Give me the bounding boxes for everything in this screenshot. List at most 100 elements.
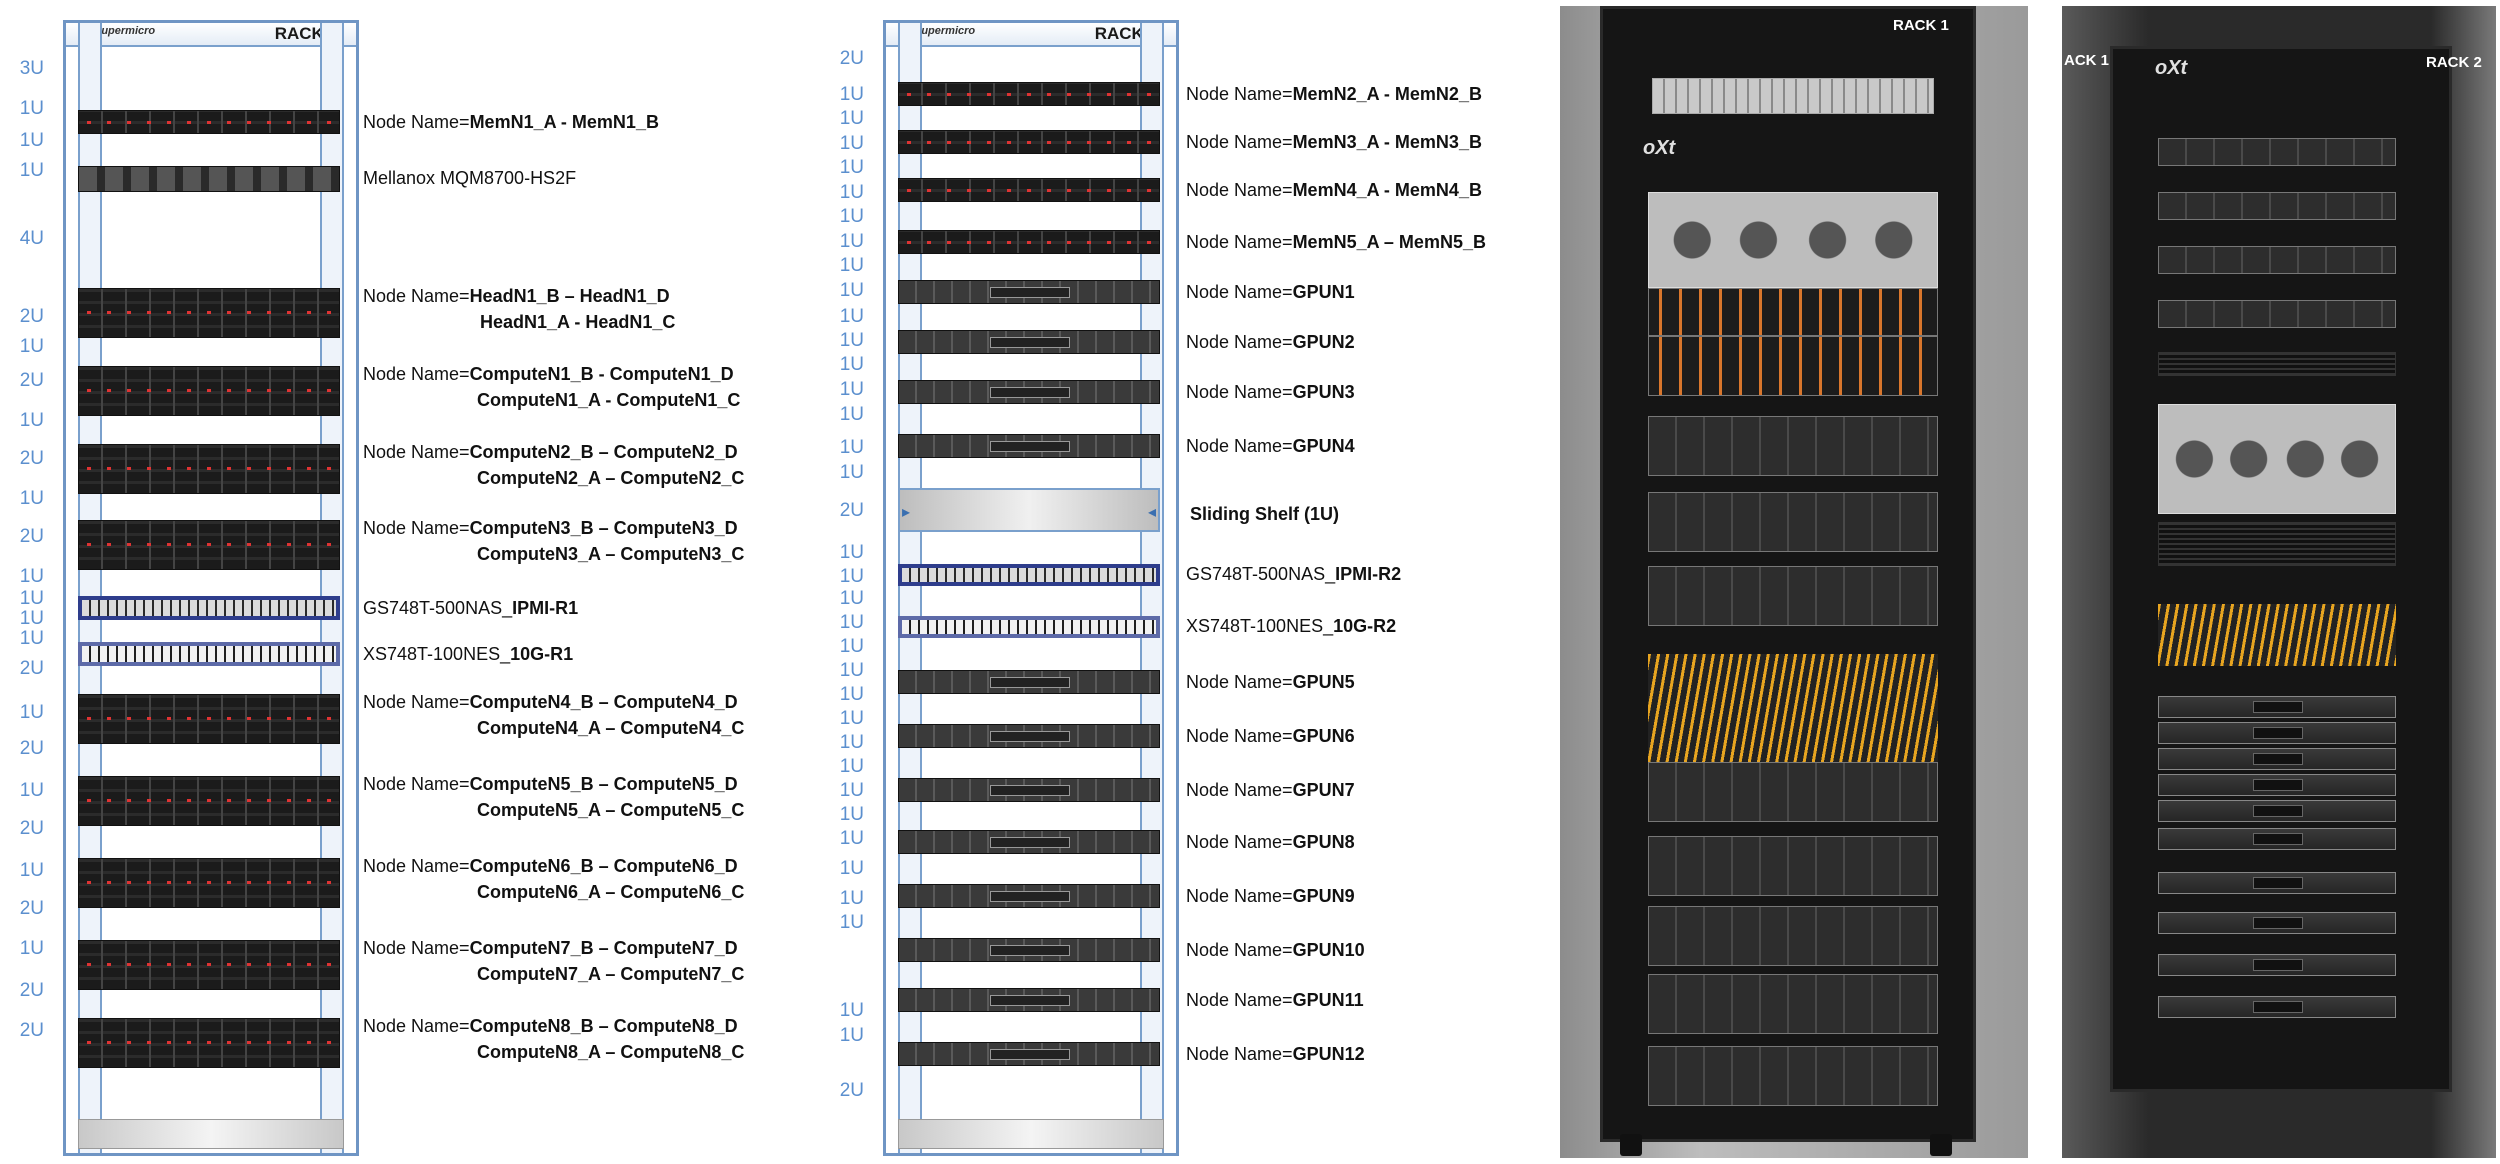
- rack1-bottom-shelf: [78, 1119, 344, 1149]
- photo1-cabinet-logo: oXt: [1643, 137, 1675, 160]
- rack1-label2-computen6: ComputeN6_A – ComputeN6_C: [477, 882, 744, 903]
- rack1-u-label: 2U: [4, 980, 44, 1002]
- rack1-device-computen1: [78, 366, 340, 416]
- rack2-device-10g-r2: [898, 616, 1160, 638]
- photo1-server-5: [1648, 416, 1938, 476]
- rack2-u-label: 1U: [824, 231, 864, 253]
- label-node-name: GPUN9: [1293, 886, 1355, 906]
- photo1-foot-left: [1620, 1134, 1642, 1156]
- rack1-label-computen2: Node Name=ComputeN2_B – ComputeN2_D: [363, 442, 738, 463]
- rack2-u-label: 1U: [824, 780, 864, 802]
- photo2-server-2: [2158, 192, 2396, 220]
- rack2-logo: Supermicro: [914, 25, 975, 37]
- rack2-label-memn5: Node Name=MemN5_A – MemN5_B: [1186, 232, 1486, 253]
- rack2-u-label: 1U: [824, 588, 864, 610]
- rack2-u-label: 1U: [824, 255, 864, 277]
- label-prefix: XS748T-100NES_: [363, 644, 510, 664]
- label-prefix: Node Name=: [1186, 990, 1293, 1010]
- rack1-u-label: 1U: [4, 336, 44, 358]
- photo1-server-6: [1648, 492, 1938, 552]
- rack1-u-label: 2U: [4, 370, 44, 392]
- label-prefix: Node Name=: [1186, 332, 1293, 352]
- label-node-name: MemN5_A – MemN5_B: [1293, 232, 1486, 252]
- rack2-device-gpun10: [898, 938, 1160, 962]
- label-node-name: GPUN5: [1293, 672, 1355, 692]
- rack1-device-computen5: [78, 776, 340, 826]
- rack1-u-label: 1U: [4, 860, 44, 882]
- rack1-u-label: 2U: [4, 658, 44, 680]
- photo1-server-11: [1648, 906, 1938, 966]
- label-node-name: MemN3_A - MemN3_B: [1293, 132, 1482, 152]
- label-node-name: ComputeN5_B – ComputeN5_D: [470, 774, 738, 794]
- rack1-u-label: 1U: [4, 410, 44, 432]
- label-node-name: ComputeN3_B – ComputeN3_D: [470, 518, 738, 538]
- rack1-header: Supermicro RACK 1: [66, 23, 356, 47]
- rack1-u-label: 1U: [4, 130, 44, 152]
- label-node-name: MemN1_A - MemN1_B: [470, 112, 659, 132]
- rack2-label-gpun10: Node Name=GPUN10: [1186, 940, 1365, 961]
- label-node-name: ComputeN7_B – ComputeN7_D: [470, 938, 738, 958]
- rack2-u-label: 1U: [824, 612, 864, 634]
- label-prefix: Node Name=: [1186, 1044, 1293, 1064]
- rack-photo-1: RACK 1 oXt: [1560, 6, 2028, 1158]
- rack1-label-computen4: Node Name=ComputeN4_B – ComputeN4_D: [363, 692, 738, 713]
- label-prefix: GS748T-500NAS_: [1186, 564, 1335, 584]
- rack2-label-memn4: Node Name=MemN4_A - MemN4_B: [1186, 180, 1482, 201]
- photo1-server-2: [1648, 192, 1938, 288]
- rack2-u-label: 1U: [824, 684, 864, 706]
- photo2-server-10: [2158, 722, 2396, 744]
- rack2-label-10g-r2: XS748T-100NES_10G-R2: [1186, 616, 1396, 637]
- rack2-device-memn5: [898, 230, 1160, 254]
- label-prefix: Node Name=: [1186, 726, 1293, 746]
- label-prefix: Node Name=: [1186, 382, 1293, 402]
- label-node-name: GPUN3: [1293, 382, 1355, 402]
- rack2-device-gpun7: [898, 778, 1160, 802]
- photo2-server-6: [2158, 404, 2396, 514]
- photo2-server-15: [2158, 872, 2396, 894]
- label-prefix: Node Name=: [1186, 832, 1293, 852]
- label-prefix: Node Name=: [363, 1016, 470, 1036]
- rack2-u-label: 1U: [824, 462, 864, 484]
- photo2-server-8: [2158, 604, 2396, 666]
- rack2-u-label: 1U: [824, 182, 864, 204]
- label-prefix: Node Name=: [1186, 886, 1293, 906]
- rack2-u-label: 1U: [824, 828, 864, 850]
- label-node-name: MemN4_A - MemN4_B: [1293, 180, 1482, 200]
- rack1-label-computen7: Node Name=ComputeN7_B – ComputeN7_D: [363, 938, 738, 959]
- rack1-label2-computen2: ComputeN2_A – ComputeN2_C: [477, 468, 744, 489]
- rack2-u-label: 1U: [824, 437, 864, 459]
- rack2-u-label: 1U: [824, 157, 864, 179]
- rack2-label-gpun9: Node Name=GPUN9: [1186, 886, 1355, 907]
- rack1-u-label: 1U: [4, 702, 44, 724]
- label-node-name: ComputeN2_B – ComputeN2_D: [470, 442, 738, 462]
- photo1-rack-badge: RACK 1: [1893, 17, 1949, 34]
- label-prefix: Node Name=: [1186, 232, 1293, 252]
- label-node-name: ComputeN1_B - ComputeN1_D: [470, 364, 734, 384]
- label-prefix: Node Name=: [363, 856, 470, 876]
- rack2-u-label: 1U: [824, 84, 864, 106]
- photo1-server-12: [1648, 974, 1938, 1034]
- rack2-label-gpun5: Node Name=GPUN5: [1186, 672, 1355, 693]
- rack1-label-computen8: Node Name=ComputeN8_B – ComputeN8_D: [363, 1016, 738, 1037]
- label-prefix: Node Name=: [363, 286, 470, 306]
- rack1-label-computen6: Node Name=ComputeN6_B – ComputeN6_D: [363, 856, 738, 877]
- label-prefix: Node Name=: [1186, 282, 1293, 302]
- rack2-label-gpun11: Node Name=GPUN11: [1186, 990, 1364, 1011]
- photo2-server-13: [2158, 800, 2396, 822]
- label-node-name: HeadN1_B – HeadN1_D: [470, 286, 670, 306]
- rack2-label-gpun2: Node Name=GPUN2: [1186, 332, 1355, 353]
- label-node-name: GPUN7: [1293, 780, 1355, 800]
- label-prefix: Node Name=: [363, 692, 470, 712]
- rack2-u-label: 1U: [824, 1000, 864, 1022]
- rack1-label2-computen5: ComputeN5_A – ComputeN5_C: [477, 800, 744, 821]
- rack1-logo: Supermicro: [94, 25, 155, 37]
- rack1-u-label: 1U: [4, 98, 44, 120]
- label-node-name: ComputeN6_B – ComputeN6_D: [470, 856, 738, 876]
- rack2-label-ipmi-r2: GS748T-500NAS_IPMI-R2: [1186, 564, 1401, 585]
- rack2-u-label: 1U: [824, 708, 864, 730]
- rack1-u-label: 2U: [4, 448, 44, 470]
- photo1-server-13: [1648, 1046, 1938, 1106]
- label-node-name: GPUN12: [1293, 1044, 1365, 1064]
- rack1-u-label: 3U: [4, 58, 44, 80]
- rack2-device-memn3: [898, 130, 1160, 154]
